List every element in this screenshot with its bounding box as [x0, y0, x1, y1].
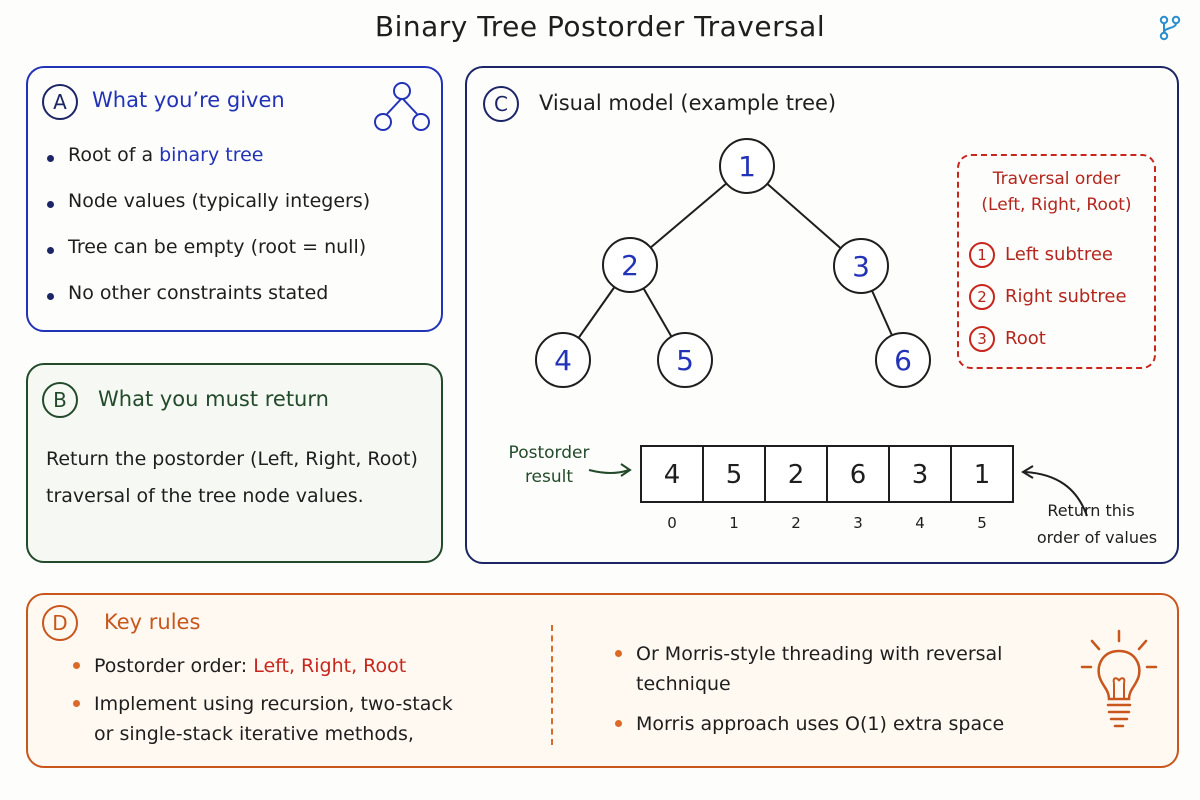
tree-node: [875, 332, 931, 388]
list-item: Tree can be empty (root = null): [44, 236, 370, 282]
list-item: Morris approach uses O(1) extra space: [612, 709, 1004, 739]
result-cell: [888, 445, 952, 503]
badge-b: B: [42, 382, 78, 418]
tree-node-label: 4: [554, 344, 572, 377]
list-item: Node values (typically integers): [44, 190, 370, 236]
list-item: No other constraints stated: [44, 282, 370, 328]
tree-node-label: 6: [894, 344, 912, 377]
tree-node-label: 1: [738, 150, 756, 183]
result-value: 6: [850, 460, 867, 490]
badge-c: C: [483, 86, 519, 122]
arrow-left-icon: [1024, 471, 1088, 517]
result-cell: [640, 445, 704, 503]
result-index: 5: [977, 514, 987, 532]
result-value: 1: [974, 460, 991, 490]
tree-structure-icon: [374, 82, 430, 131]
result-index: 2: [791, 514, 801, 532]
column-divider: [551, 625, 553, 745]
result-index: 4: [915, 514, 925, 532]
tree-node: [719, 138, 775, 194]
light-bulb-icon: [1080, 629, 1158, 728]
list-item: Root of a binary tree: [44, 144, 370, 190]
panel-a-heading: What you’re given: [92, 88, 285, 112]
tree-node: [657, 332, 713, 388]
panel-b-heading: What you must return: [98, 387, 329, 411]
panel-key-rules: D Key rules Postorder order: Left, Right…: [26, 593, 1179, 768]
panel-c-heading: Visual model (example tree): [539, 91, 837, 115]
panel-visual-model: C Visual model (example tree) 1 2 3 4 5 6 Tra…: [465, 66, 1179, 564]
tree-node-label: 5: [676, 344, 694, 377]
result-value: 2: [788, 460, 805, 490]
panel-d-heading: Key rules: [104, 610, 201, 634]
result-note: Return this: [1047, 501, 1134, 520]
page-title: Binary Tree Postorder Traversal: [374, 10, 826, 43]
panel-return: B What you must return Return the postor…: [26, 363, 443, 563]
list-item: Postorder order: Left, Right, Root: [70, 651, 453, 681]
result-value: 5: [726, 460, 743, 490]
result-note-2: order of values: [1037, 528, 1157, 547]
tree-node-label: 3: [852, 250, 870, 283]
badge-a: A: [42, 84, 78, 120]
git-branch-icon: [1159, 15, 1181, 41]
arrow-right-icon: [588, 469, 630, 474]
example-tree: 1 2 3 4 5 6: [535, 138, 931, 388]
badge-d: D: [42, 605, 78, 641]
result-cell: [826, 445, 890, 503]
legend-title: Traversal order: [992, 169, 1121, 189]
result-index: 1: [729, 514, 739, 532]
tree-node: [535, 332, 591, 388]
tree-node-label: 2: [621, 249, 639, 282]
tree-node: [602, 237, 658, 293]
result-cell: [764, 445, 828, 503]
result-label: Postorder: [509, 443, 590, 463]
result-label-2: result: [525, 467, 573, 487]
rules-list-left: Postorder order: Left, Right, Root Imple…: [70, 651, 453, 749]
result-value: 4: [664, 460, 681, 490]
postorder-result: Postorder result 4 0 5 1 2 2 6 3 3 4 1 5 Return thi…: [509, 443, 1158, 547]
result-index: 3: [853, 514, 863, 532]
legend-subtitle: (Left, Right, Root): [981, 195, 1132, 215]
panel-given: A What you’re given Root of a binary tre…: [26, 66, 443, 332]
result-index: 0: [667, 514, 677, 532]
given-list: Root of a binary tree Node values (typic…: [44, 144, 370, 328]
return-description: Return the postorder (Left, Right, Root)…: [46, 448, 418, 507]
tree-node: [833, 238, 889, 294]
result-cell: [950, 445, 1014, 503]
result-value: 3: [912, 460, 929, 490]
